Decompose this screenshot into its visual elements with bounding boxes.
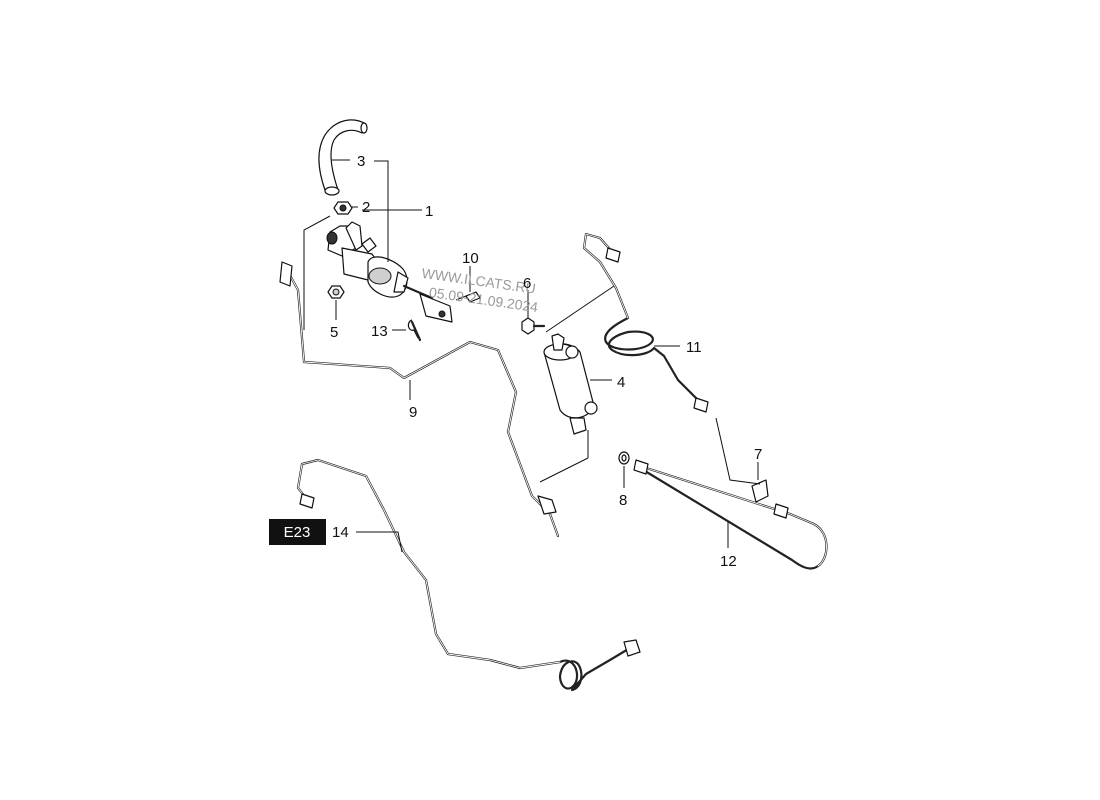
callout-13: 13 [371,323,388,340]
callout-4: 4 [617,374,625,391]
callout-12: 12 [720,553,737,570]
callout-10: 10 [462,250,479,267]
clutch-pipe-14[interactable] [296,458,641,692]
section-badge: E23 [269,519,326,545]
callout-6: 6 [523,275,531,292]
callout-8: 8 [619,492,627,509]
callout-5: 5 [330,324,338,341]
reservoir-hose[interactable] [318,119,368,196]
callout-9: 9 [409,404,417,421]
hex-nut[interactable] [327,285,345,299]
callout-7: 7 [754,446,762,463]
callout-14: 14 [332,524,349,541]
section-badge-label: E23 [284,524,311,541]
callout-3: 3 [357,153,365,170]
bleeder-bolt[interactable] [521,317,546,335]
cotter-clip[interactable] [407,319,422,342]
bracket-clip[interactable] [751,479,769,503]
sealing-washer[interactable] [618,451,630,465]
hose-clamp[interactable] [333,201,353,215]
callout-2: 2 [362,199,370,216]
callout-numbers: 3 2 1 10 6 5 13 11 4 9 7 8 14 12 [330,153,762,570]
clutch-pipe-12[interactable] [633,459,828,570]
clutch-hose-11[interactable] [582,232,709,413]
slave-cylinder[interactable] [543,333,598,435]
clevis-pin[interactable] [455,291,481,303]
leader-lines [303,159,761,553]
clutch-pipe-9[interactable] [279,261,560,538]
callout-1: 1 [425,203,433,220]
clutch-master-cylinder[interactable] [326,221,453,323]
callout-11: 11 [686,339,702,356]
